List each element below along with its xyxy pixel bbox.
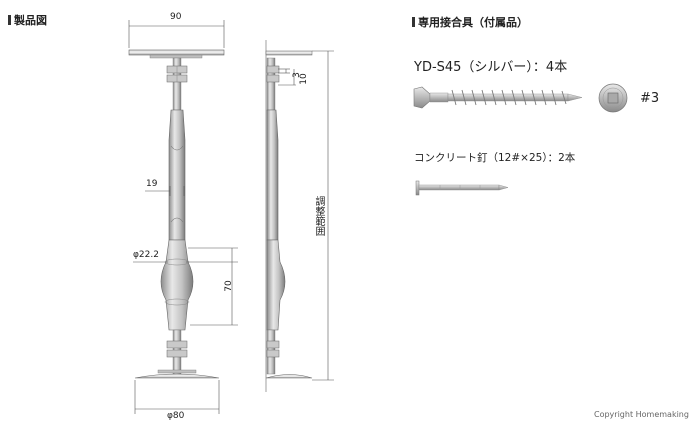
bolt-spacing-b-label: 10 <box>299 73 309 85</box>
nail-caption: コンクリート釘（12#×25）：2本 <box>414 152 576 164</box>
product-drawing-title: 製品図 <box>14 14 47 27</box>
accessories-heading: 専用接合具（付属品） <box>412 14 528 30</box>
bulb-section <box>160 239 194 331</box>
base-plate <box>134 373 220 379</box>
copyright-text: Copyright Homemaking <box>594 410 689 419</box>
diameter-mid-label: φ22.2 <box>133 250 159 260</box>
screw-drive-label: #3 <box>640 91 660 106</box>
heading-marker <box>412 17 415 27</box>
nail-image <box>415 180 509 196</box>
adjust-range-label: 調整範囲 <box>313 196 324 236</box>
heading-marker <box>8 15 11 25</box>
base-diameter-label: φ80 <box>167 411 185 421</box>
front-view <box>128 20 238 414</box>
height-70-label: 70 <box>224 280 234 292</box>
accessories-title: 専用接合具（付属品） <box>418 16 528 29</box>
shaft-width-label: 19 <box>146 179 158 189</box>
main-sleeve <box>168 109 186 241</box>
top-plate <box>128 49 225 56</box>
screw-image <box>413 86 583 109</box>
screw-head-image <box>598 83 628 113</box>
top-plate-width-label: 90 <box>170 12 182 22</box>
side-view <box>265 40 334 392</box>
screw-caption: YD-S45（シルバー）：4本 <box>414 60 568 75</box>
product-drawing-heading: 製品図 <box>8 12 47 28</box>
